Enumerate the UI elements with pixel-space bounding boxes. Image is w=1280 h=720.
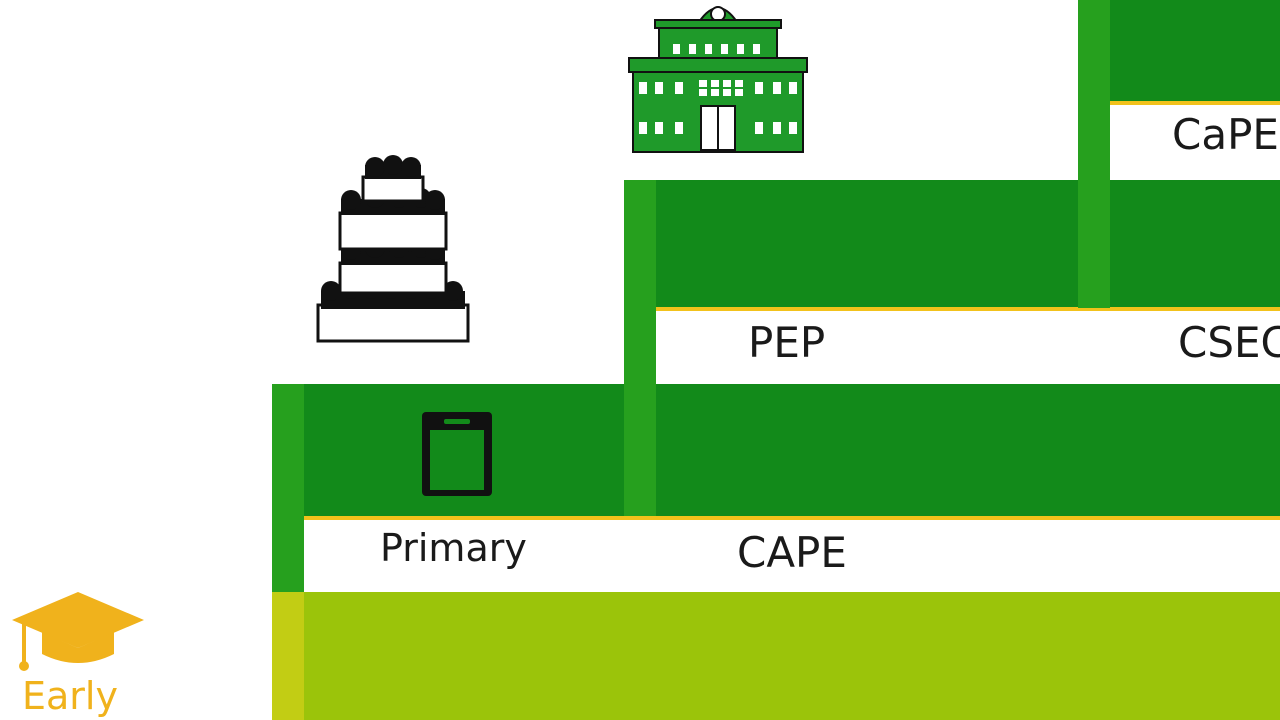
step-label-pep: PEP bbox=[748, 318, 826, 367]
step-pep-side bbox=[624, 180, 656, 516]
step-pep-face bbox=[656, 180, 1280, 308]
step-cape-label-band bbox=[1110, 105, 1280, 177]
step-cape-side bbox=[1078, 0, 1110, 308]
step-primary-stripe bbox=[304, 516, 1280, 520]
wedding-cake-icon bbox=[316, 155, 470, 343]
graduation-cap-icon bbox=[12, 592, 144, 671]
tablet-icon bbox=[422, 412, 492, 496]
step-label-cape: CAPE bbox=[737, 528, 847, 577]
step-primary-label-band bbox=[304, 520, 1280, 592]
step-pep-stripe bbox=[656, 307, 1280, 311]
step-primary-side bbox=[272, 384, 304, 592]
step-early-side bbox=[272, 592, 304, 720]
step-label-primary: Primary bbox=[380, 526, 527, 570]
school-building-icon bbox=[628, 6, 808, 153]
step-label-early: Early bbox=[22, 674, 118, 718]
step-label-csec: CSEC bbox=[1178, 318, 1280, 367]
step-cape-stripe bbox=[1110, 101, 1280, 105]
step-label-cape-top: CaPE bbox=[1172, 110, 1279, 159]
step-pep-label-band bbox=[656, 311, 1280, 384]
step-cape-face bbox=[1110, 0, 1280, 102]
step-early-face bbox=[304, 592, 1280, 720]
